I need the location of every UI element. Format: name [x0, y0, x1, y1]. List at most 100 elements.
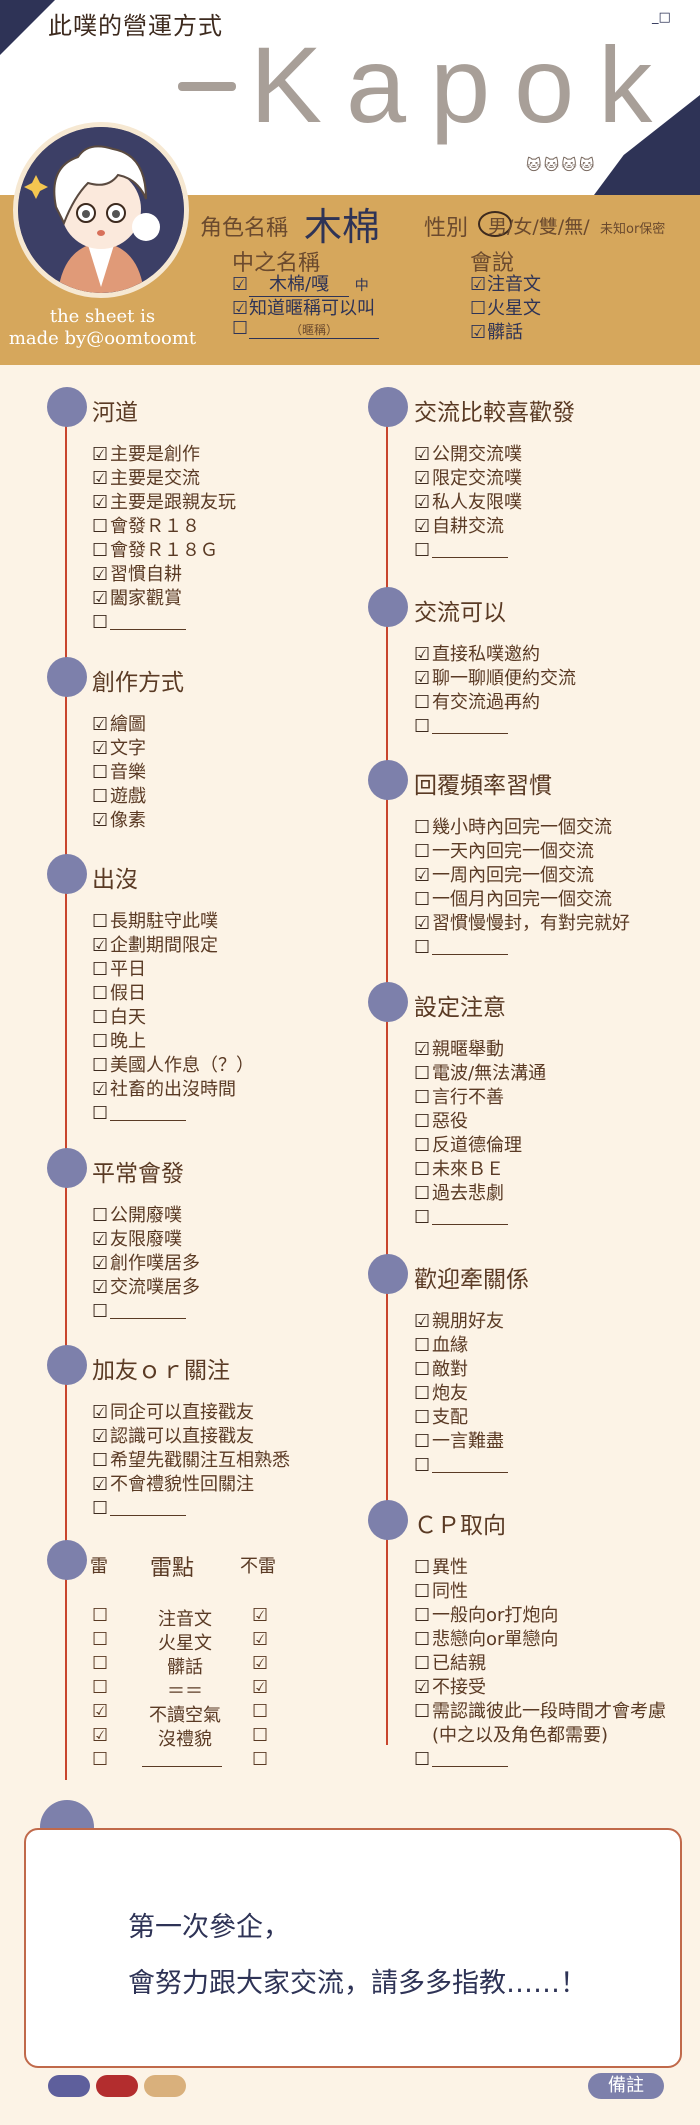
checklist-item[interactable]: ☑不會禮貌性回關注 — [92, 1474, 254, 1495]
section-dot — [368, 1254, 408, 1294]
checklist-item[interactable]: ☐已結親 — [414, 1653, 486, 1674]
landmine-checkbox[interactable]: ☑ — [92, 1701, 109, 1722]
checklist-item[interactable]: ☐音樂 — [92, 762, 146, 783]
checklist-item[interactable]: ☐一般向or打炮向 — [414, 1605, 559, 1626]
avatar — [13, 122, 189, 298]
nick-item[interactable]: ☐（暱稱） — [232, 318, 379, 339]
section-dot — [47, 1148, 87, 1188]
landmine-checkbox[interactable]: ☑ — [252, 1605, 269, 1626]
checklist-item[interactable]: ☐炮友 — [414, 1383, 468, 1404]
landmine-checkbox[interactable]: ☑ — [252, 1653, 269, 1674]
checklist-item[interactable]: ☐有交流過再約 — [414, 692, 540, 713]
checklist-item[interactable]: ☑自耕交流 — [414, 516, 504, 537]
landmine-checkbox[interactable]: ☐ — [252, 1749, 269, 1770]
checklist-item[interactable]: ☐言行不善 — [414, 1087, 504, 1108]
checklist-item[interactable]: ☑像素 — [92, 810, 146, 831]
checklist-item[interactable]: ☑聊一聊順便約交流 — [414, 668, 576, 689]
checklist-item[interactable]: ☐ — [92, 613, 186, 633]
checklist-item[interactable]: ☐ — [92, 1302, 186, 1322]
checklist-item[interactable]: ☐惡役 — [414, 1111, 468, 1132]
checklist-item[interactable]: ☐假日 — [92, 983, 146, 1004]
checklist-item[interactable]: ☐ — [414, 717, 508, 737]
checklist-item[interactable]: ☐一言難盡 — [414, 1431, 504, 1452]
checklist-item[interactable]: ☐ — [414, 938, 508, 958]
name-label: 角色名稱 — [200, 216, 289, 241]
landmine-checkbox[interactable]: ☑ — [252, 1677, 269, 1698]
checklist-item[interactable]: ☐會發Ｒ１８Ｇ — [92, 540, 218, 561]
checklist-item[interactable]: ☐希望先戳關注互相熟悉 — [92, 1450, 290, 1471]
landmine-checkbox[interactable]: ☐ — [252, 1701, 269, 1722]
window-controls[interactable]: _□ — [652, 10, 671, 25]
landmine-checkbox[interactable]: ☐ — [92, 1677, 109, 1698]
checklist-item[interactable]: ☑不接受 — [414, 1677, 486, 1698]
nick-item[interactable]: ☑木棉/嘎 中 — [232, 270, 369, 297]
checklist-item[interactable]: ☑親朋好友 — [414, 1311, 504, 1332]
landmine-checkbox[interactable]: ☐ — [92, 1749, 109, 1770]
checklist-item[interactable]: ☑習慣自耕 — [92, 564, 182, 585]
checklist-item[interactable]: ☑親暱舉動 — [414, 1039, 504, 1060]
checklist-item[interactable]: ☐白天 — [92, 1007, 146, 1028]
checklist-item[interactable]: ☑企劃期間限定 — [92, 935, 218, 956]
checklist-item[interactable]: ☑主要是創作 — [92, 444, 200, 465]
checklist-item[interactable]: ☐ — [92, 1499, 186, 1519]
landmine-checkbox[interactable]: ☑ — [92, 1725, 109, 1746]
checklist-item[interactable]: ☐ — [414, 1456, 508, 1476]
checklist-item[interactable]: ☑文字 — [92, 738, 146, 759]
checklist-item[interactable]: ☐異性 — [414, 1557, 468, 1578]
checklist-item[interactable]: ☑闔家觀賞 — [92, 588, 182, 609]
checklist-item[interactable]: ☐幾小時內回完一個交流 — [414, 817, 612, 838]
landmine-item: 火星文 — [158, 1633, 212, 1654]
checklist-item[interactable]: ☐會發Ｒ１８ — [92, 516, 200, 537]
checklist-item[interactable]: ☑一周內回完一個交流 — [414, 865, 594, 886]
landmine-checkbox[interactable]: ☑ — [252, 1629, 269, 1650]
checklist-item[interactable]: ☐長期駐守此噗 — [92, 911, 218, 932]
checklist-item[interactable]: ☐一天內回完一個交流 — [414, 841, 594, 862]
landmine-checkbox[interactable]: ☐ — [252, 1725, 269, 1746]
checklist-item[interactable]: ☑主要是跟親友玩 — [92, 492, 236, 513]
checklist-item[interactable]: ☑公開交流噗 — [414, 444, 522, 465]
checklist-item[interactable]: ☑私人友限噗 — [414, 492, 522, 513]
checklist-item[interactable]: ☐遊戲 — [92, 786, 146, 807]
checklist-item[interactable]: ☐血緣 — [414, 1335, 468, 1356]
checklist-item[interactable]: ☑直接私噗邀約 — [414, 644, 540, 665]
checklist-item[interactable]: ☐一個月內回完一個交流 — [414, 889, 612, 910]
lang-item[interactable]: ☑髒話 — [470, 322, 523, 343]
section-title: 交流比較喜歡發 — [414, 400, 575, 426]
checklist-item[interactable]: ☐敵對 — [414, 1359, 468, 1380]
checklist-item[interactable]: ☐支配 — [414, 1407, 468, 1428]
checklist-item[interactable]: ☑交流噗居多 — [92, 1277, 200, 1298]
checklist-item[interactable]: ☑創作噗居多 — [92, 1253, 200, 1274]
lang-item[interactable]: ☐火星文 — [470, 298, 541, 319]
checklist-item[interactable]: (中之以及角色都需要) — [432, 1725, 609, 1746]
section-title: 出沒 — [92, 867, 138, 893]
landmine-checkbox[interactable]: ☐ — [92, 1605, 109, 1626]
checklist-item[interactable]: ☐ — [92, 1104, 186, 1124]
checklist-item[interactable]: ☐需認識彼此一段時間才會考慮 — [414, 1701, 666, 1722]
landmine-checkbox[interactable]: ☐ — [92, 1629, 109, 1650]
checklist-item[interactable]: ☑認識可以直接戳友 — [92, 1426, 254, 1447]
checklist-item[interactable]: ☐平日 — [92, 959, 146, 980]
lang-item[interactable]: ☑注音文 — [470, 274, 541, 295]
checklist-item[interactable]: ☐晚上 — [92, 1031, 146, 1052]
checklist-item[interactable]: ☐ — [414, 541, 508, 561]
checklist-item[interactable]: ☑友限廢噗 — [92, 1229, 182, 1250]
checklist-item[interactable]: ☑習慣慢慢封，有對完就好 — [414, 913, 630, 934]
checklist-item[interactable]: ☐ — [414, 1208, 508, 1228]
checklist-item[interactable]: ☐過去悲劇 — [414, 1183, 504, 1204]
checklist-item[interactable]: ☐悲戀向or單戀向 — [414, 1629, 559, 1650]
checklist-item[interactable]: ☐電波/無法溝通 — [414, 1063, 547, 1084]
checklist-item[interactable]: ☑繪圖 — [92, 714, 146, 735]
corner-decoration — [0, 0, 55, 55]
checklist-item[interactable]: ☐反道德倫理 — [414, 1135, 522, 1156]
checklist-item[interactable]: ☐同性 — [414, 1581, 468, 1602]
checklist-item[interactable]: ☐未來ＢＥ — [414, 1159, 504, 1180]
landmine-checkbox[interactable]: ☐ — [92, 1653, 109, 1674]
checklist-item[interactable]: ☐美國人作息（？） — [92, 1055, 254, 1076]
nick-item[interactable]: ☑知道暱稱可以叫 — [232, 298, 375, 319]
checklist-item[interactable]: ☑限定交流噗 — [414, 468, 522, 489]
checklist-item[interactable]: ☐ — [414, 1750, 508, 1770]
checklist-item[interactable]: ☑社畜的出沒時間 — [92, 1079, 236, 1100]
checklist-item[interactable]: ☑同企可以直接戳友 — [92, 1402, 254, 1423]
checklist-item[interactable]: ☐公開廢噗 — [92, 1205, 182, 1226]
checklist-item[interactable]: ☑主要是交流 — [92, 468, 200, 489]
